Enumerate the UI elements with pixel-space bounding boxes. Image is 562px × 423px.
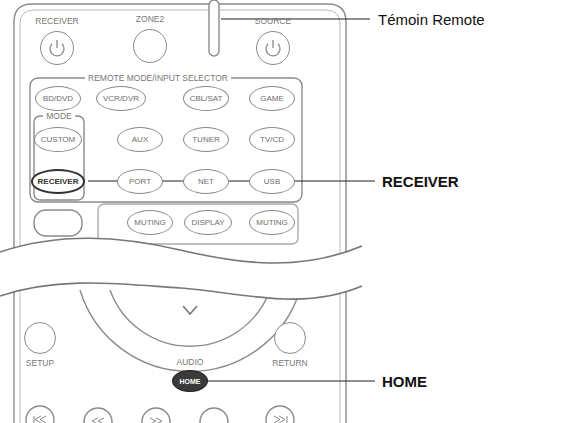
power-button: RECEIVER (40, 31, 74, 65)
dpad-outer (80, 290, 300, 371)
button-label: SOURCE (255, 16, 291, 26)
button-label: GAME (260, 94, 284, 103)
panel-label: REMOTE MODE/INPUT SELECTOR (85, 73, 231, 83)
remote-button: CBL/SAT (183, 86, 230, 111)
button-label: AUX (132, 135, 148, 144)
button-label: MUTING (134, 218, 166, 227)
remote-indicator (209, 0, 219, 56)
remote-button: TUNER (183, 127, 229, 152)
button-label: MUTING (256, 218, 288, 227)
button-label: DISPLAY (191, 218, 224, 227)
remote-button: AUX (117, 127, 163, 152)
remote-body (14, 4, 346, 423)
remote-button: PORT (117, 169, 163, 194)
button-label: BD/DVD (43, 94, 73, 103)
panel-label: MODE (43, 111, 75, 121)
panel-edge (98, 204, 298, 244)
remote-button: USB (249, 169, 295, 194)
remote-button: RETURN (274, 322, 306, 354)
selector-panel (30, 78, 302, 202)
remote-button: VCR/DVR (96, 86, 146, 111)
transport-button (26, 406, 294, 423)
power-button: ZONE2 (133, 29, 167, 63)
remote-button: CUSTOM (34, 127, 83, 152)
remote-button: NET (183, 169, 229, 194)
remote-button: GAME (249, 86, 295, 111)
callout-label: RECEIVER (382, 173, 459, 190)
button-label: CUSTOM (41, 135, 76, 144)
power-button: SOURCE (256, 31, 290, 65)
remote-button: RECEIVER (31, 169, 86, 194)
remote-button: TV/CD (249, 127, 295, 152)
panel-label: AUDIO (177, 357, 204, 367)
remote-button: SETUP (24, 322, 56, 354)
remote-button: MUTING (249, 210, 295, 235)
button-label: CBL/SAT (190, 94, 223, 103)
cut-line (0, 238, 362, 299)
button-label: VCR/DVR (103, 94, 139, 103)
down-arrow (183, 306, 197, 314)
remote-inner-edge (20, 10, 340, 423)
remote-button: MUTING (127, 210, 173, 235)
button-label: USB (264, 177, 280, 186)
button-label: TUNER (192, 135, 220, 144)
button (34, 210, 82, 236)
button-label: ZONE2 (136, 14, 164, 24)
callout-label: Témoin Remote (378, 11, 485, 28)
button-label: SETUP (26, 358, 54, 368)
button-label: PORT (129, 177, 151, 186)
remote-button: DISPLAY (184, 210, 231, 235)
button-label: NET (198, 177, 214, 186)
dpad-inner (110, 290, 270, 346)
cut-away (0, 238, 362, 298)
callout-label: HOME (382, 373, 427, 390)
button-label: HOME (180, 378, 201, 385)
button-label: RETURN (272, 358, 307, 368)
remote-button: BD/DVD (35, 86, 81, 111)
power-symbol (50, 40, 280, 56)
button-label: RECEIVER (35, 16, 78, 26)
button-label: RECEIVER (38, 177, 79, 186)
button-label: TV/CD (260, 135, 284, 144)
home-button: HOME (172, 370, 208, 392)
